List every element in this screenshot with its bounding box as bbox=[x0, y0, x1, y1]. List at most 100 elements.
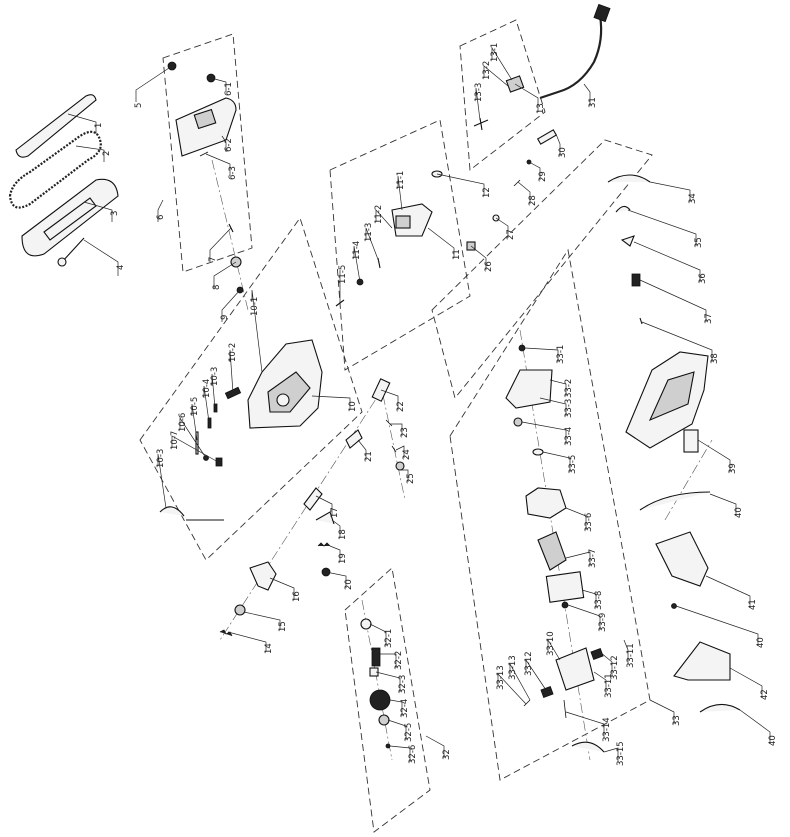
label-34: 34 bbox=[688, 193, 698, 204]
leader-26 bbox=[470, 245, 487, 270]
label-25: 25 bbox=[406, 473, 416, 484]
label-19: 19 bbox=[338, 553, 348, 564]
main-housing-cavity bbox=[648, 371, 695, 422]
leader-11-4 bbox=[353, 245, 361, 283]
label-37: 37 bbox=[704, 313, 714, 324]
sprocket-cover bbox=[175, 97, 237, 157]
leader-38 bbox=[641, 321, 713, 362]
knob-part-15 bbox=[234, 604, 246, 616]
leader-10-7 bbox=[171, 435, 219, 463]
label-23: 23 bbox=[400, 427, 410, 438]
leader-33-4 bbox=[521, 421, 567, 444]
leader-24 bbox=[395, 445, 405, 458]
motor-parts bbox=[505, 344, 605, 753]
leader-10-4 bbox=[203, 385, 210, 423]
cover-window bbox=[193, 108, 217, 130]
label-32-4: 32-4 bbox=[400, 699, 410, 718]
clip-part-13-3 bbox=[473, 117, 489, 131]
wire-part-40c bbox=[699, 703, 741, 713]
leader-33-12b bbox=[525, 658, 547, 691]
power-cord bbox=[539, 15, 603, 100]
outline-group-10 bbox=[139, 217, 363, 561]
spring-part-24 bbox=[391, 445, 397, 453]
label-33-14: 33-14 bbox=[602, 717, 612, 742]
label-10-3b: 10-3 bbox=[156, 449, 166, 468]
label-32: 32 bbox=[442, 749, 452, 760]
label-40b: 40 bbox=[756, 637, 766, 648]
washer-part-33-5 bbox=[532, 448, 544, 456]
label-33-6: 33-6 bbox=[584, 513, 594, 532]
gear-housing-parts bbox=[159, 339, 323, 521]
leader-33-11b bbox=[593, 671, 607, 694]
leader-7 bbox=[209, 227, 232, 262]
spring-part-19 bbox=[317, 542, 331, 547]
armature-part-33-7 bbox=[537, 531, 567, 571]
leader-19 bbox=[329, 545, 341, 562]
label-31: 31 bbox=[588, 97, 598, 108]
saw-chain bbox=[8, 130, 102, 209]
screw-part-33-14 bbox=[563, 699, 567, 719]
part-33-4 bbox=[513, 417, 523, 427]
leader-lines bbox=[67, 46, 771, 762]
spring-part-14 bbox=[219, 629, 233, 637]
bearing-part-32-5 bbox=[378, 714, 390, 726]
label-36: 36 bbox=[698, 273, 708, 284]
leader-14 bbox=[227, 631, 267, 652]
label-30: 30 bbox=[558, 147, 568, 158]
label-32-5: 32-5 bbox=[404, 723, 414, 742]
label-10-1: 10-1 bbox=[250, 297, 260, 316]
outline-group-34 bbox=[431, 139, 653, 399]
leader-11-3 bbox=[365, 227, 380, 263]
leader-32-5 bbox=[387, 719, 407, 740]
leader-33-14 bbox=[565, 711, 605, 738]
base-plate-part-42 bbox=[673, 641, 731, 681]
label-12: 12 bbox=[482, 187, 492, 198]
leader-33-15 bbox=[603, 747, 619, 762]
leader-28 bbox=[517, 181, 531, 204]
leader-18 bbox=[331, 519, 341, 538]
leader-10-1 bbox=[251, 289, 263, 373]
gear-part-32-4 bbox=[369, 689, 391, 711]
label-29: 29 bbox=[538, 171, 548, 182]
outline-group-11 bbox=[329, 119, 471, 371]
label-32-1: 32-1 bbox=[384, 629, 394, 648]
label-6-3: 6-3 bbox=[228, 166, 238, 180]
label-33-5: 33-5 bbox=[568, 455, 578, 474]
label-15: 15 bbox=[278, 621, 288, 632]
leader-11-1 bbox=[397, 175, 403, 211]
label-18: 18 bbox=[338, 529, 348, 540]
brake-lever-insert bbox=[395, 215, 411, 229]
leader-12 bbox=[436, 173, 485, 196]
label-16: 16 bbox=[292, 591, 302, 602]
screw-part-6-3 bbox=[199, 151, 209, 157]
leader-40c bbox=[739, 709, 771, 744]
leader-13-3 bbox=[475, 87, 481, 121]
leader-2 bbox=[75, 145, 105, 162]
label-38: 38 bbox=[710, 353, 720, 364]
label-32-2: 32-2 bbox=[394, 651, 404, 670]
label-33-11a: 33-11 bbox=[626, 643, 636, 668]
leader-36 bbox=[633, 241, 701, 282]
screw-part-33-13 bbox=[523, 699, 531, 707]
leader-21 bbox=[357, 439, 367, 460]
label-33-2: 33-2 bbox=[564, 379, 574, 398]
label-1: 1 bbox=[94, 123, 104, 128]
leader-23 bbox=[390, 423, 403, 436]
leader-17 bbox=[315, 495, 333, 516]
spring-part-10-4 bbox=[207, 417, 212, 429]
bearing-part-33-1 bbox=[518, 344, 526, 352]
leader-32-2 bbox=[380, 653, 397, 668]
part-18 bbox=[315, 511, 335, 525]
leader-33 bbox=[649, 699, 675, 724]
leader-31 bbox=[583, 83, 591, 106]
label-33-4: 33-4 bbox=[564, 427, 574, 446]
wrench-shaft bbox=[61, 237, 85, 263]
label-10-4: 10-4 bbox=[202, 379, 212, 398]
blade-chain-parts bbox=[8, 94, 119, 267]
label-40c: 40 bbox=[768, 735, 778, 746]
leader-3 bbox=[83, 201, 113, 222]
part-10-7 bbox=[215, 457, 223, 467]
label-33-3: 33-3 bbox=[564, 399, 574, 418]
label-11-1: 11-1 bbox=[396, 171, 406, 190]
leader-13-2 bbox=[483, 65, 509, 87]
